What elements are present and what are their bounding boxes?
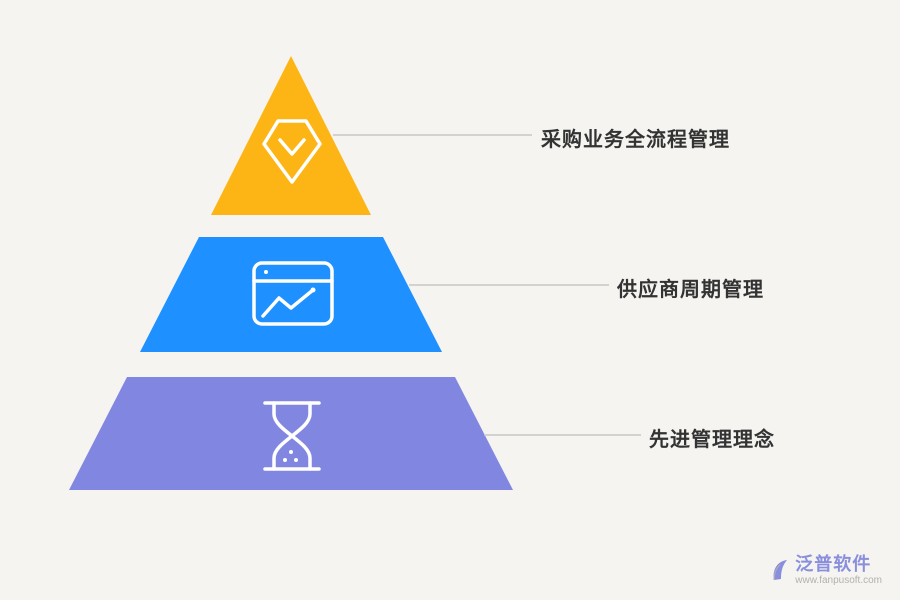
tier-label-middle: 供应商周期管理 [617, 279, 764, 301]
gem-check-icon [262, 119, 322, 184]
pyramid-tier-top [211, 56, 371, 215]
hourglass-icon [263, 401, 321, 471]
tier-label-bottom: 先进管理理念 [649, 429, 775, 451]
pyramid-tier-middle [140, 237, 442, 352]
tier-label-top: 采购业务全流程管理 [541, 129, 730, 151]
fanpu-logo: 泛普软件 www.fanpusoft.com [769, 554, 882, 586]
logo-url: www.fanpusoft.com [795, 574, 882, 586]
fanpu-logo-icon [773, 559, 788, 580]
browser-chart-icon [252, 261, 334, 326]
logo-name: 泛普软件 [795, 553, 872, 574]
